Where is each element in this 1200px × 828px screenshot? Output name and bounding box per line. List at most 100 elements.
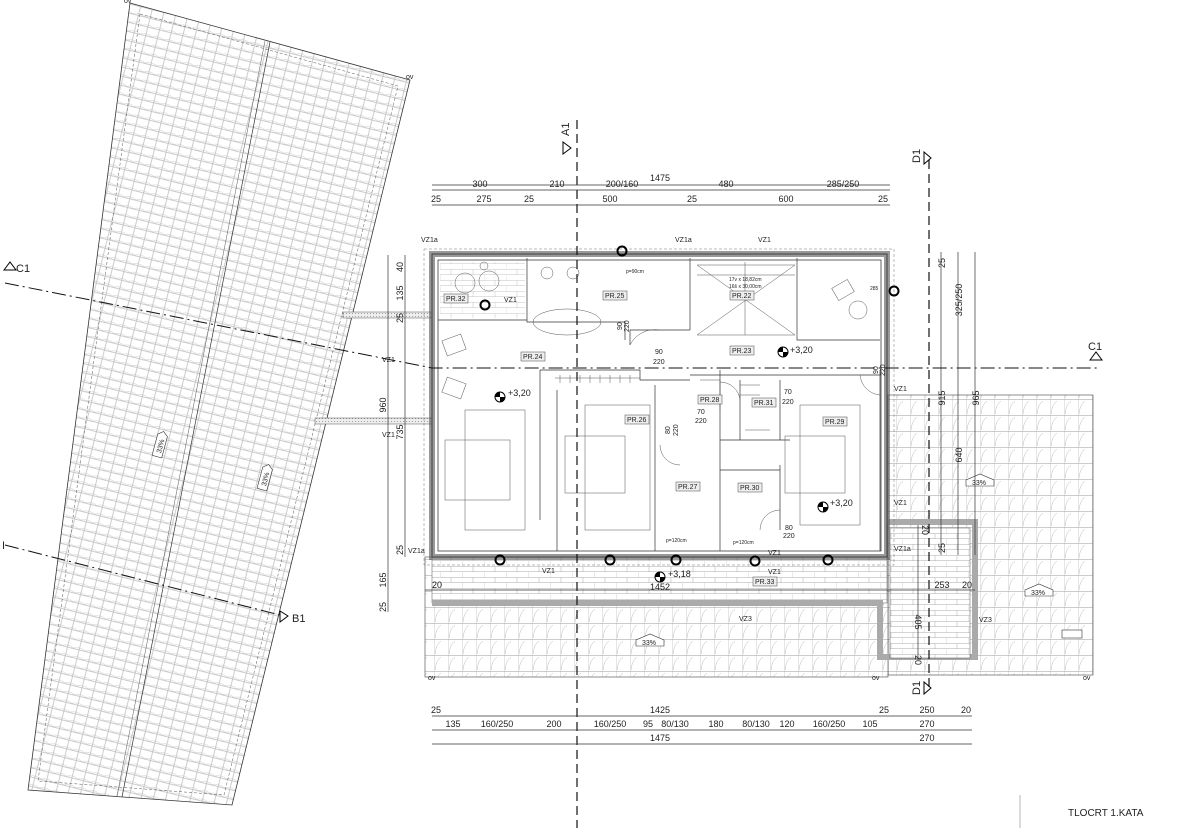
dimension-label: VZ1a <box>675 237 692 244</box>
left-roof: 33% 33% ov ov <box>27 0 414 806</box>
dimension-label: 180 <box>708 719 723 729</box>
room-label: PR.30 <box>737 482 763 493</box>
dimension-label: 70 <box>697 409 705 416</box>
dimension-label: 80 <box>785 525 793 532</box>
dimension-label: 33% <box>156 439 166 454</box>
dimension-label: 220 <box>673 424 680 436</box>
dimension-label: 25 <box>937 543 947 553</box>
dimension-label: 160/250 <box>594 719 627 729</box>
room-label: PR.28 <box>697 394 723 405</box>
dimension-label: 20 <box>962 580 972 590</box>
dimension-label: 20 <box>961 705 971 715</box>
dimension-label: PR.33 <box>755 579 775 586</box>
dimension-label: PR.22 <box>732 293 752 300</box>
room-label: PR.27 <box>675 481 701 492</box>
wall-labels: VZ1a VZ1a VZ1 VZ1 VZ1 VZ1 VZ1 VZ1 VZ1 VZ… <box>382 237 992 624</box>
dimension-label: 1452 <box>650 582 670 592</box>
dimension-label: 270 <box>919 733 934 743</box>
dimension-label: PR.23 <box>732 348 752 355</box>
column-markers <box>479 245 900 567</box>
dimension-label: 25 <box>395 545 405 555</box>
dimension-label: 220 <box>782 399 794 406</box>
building-floor <box>423 248 895 566</box>
dimension-label: 200 <box>546 719 561 729</box>
dimension-label: 600 <box>778 194 793 204</box>
dimension-label: 210 <box>549 179 564 189</box>
dimension-label: 25 <box>687 194 697 204</box>
dimension-label: VZ1 <box>758 237 771 244</box>
dimension-label: 20 <box>432 580 442 590</box>
dimension-label: 253 <box>934 580 949 590</box>
dimension-label: 95 <box>643 719 653 729</box>
section-b1: B1 <box>292 613 305 625</box>
dimension-label: 200/160 <box>606 179 639 189</box>
ov-label: ov <box>1083 675 1091 682</box>
room-label: PR.22 <box>729 290 755 301</box>
level-marker: +3,18 <box>654 569 691 583</box>
dimension-label: 120 <box>779 719 794 729</box>
dimension-label: 220 <box>695 418 707 425</box>
dimension-label: VZ1 <box>504 297 517 304</box>
dimension-label: VZ3 <box>739 616 752 623</box>
terrace: 33% ov ov ov <box>424 519 1091 682</box>
dimension-label: 250 <box>919 705 934 715</box>
dimension-label: 220 <box>624 320 631 332</box>
section-c1-left: C1 <box>16 263 30 275</box>
dimension-label: 500 <box>602 194 617 204</box>
ov-label: ov <box>124 0 132 5</box>
dimension-label: 17v x 18,82cm <box>729 277 762 283</box>
dimension-label: p=120cm <box>733 540 754 546</box>
dimension-label: 16š x 30,00cm <box>729 284 762 290</box>
dimension-label: PR.24 <box>523 354 543 361</box>
dimension-label: 25 <box>878 194 888 204</box>
dimension-label: 25 <box>879 705 889 715</box>
dimension-label: 165 <box>378 572 388 587</box>
dimension-label: PR.31 <box>754 400 774 407</box>
section-a1: A1 <box>560 123 572 136</box>
level-marker: +3,20 <box>817 498 853 513</box>
room-label: PR.24 <box>520 351 546 362</box>
section-c1-right: C1 <box>1088 341 1102 353</box>
roof-slope-label: 33% <box>256 464 273 492</box>
dimension-lines <box>387 184 976 745</box>
dimension-label: 135 <box>445 719 460 729</box>
dimension-label: 160/250 <box>813 719 846 729</box>
dimension-label: 220 <box>653 359 665 366</box>
dimension-label: 33% <box>261 472 271 487</box>
dimension-label: 90 <box>617 322 624 330</box>
notes: p=90cm p=120cm p=120cm 17v x 18,82cm 16š… <box>626 269 879 546</box>
dimension-label: 160/250 <box>481 719 514 729</box>
ov-label: ov <box>872 675 880 682</box>
section-d1-top: D1 <box>911 149 923 163</box>
dimension-label: 25 <box>431 194 441 204</box>
section-d1-bottom: D1 <box>911 681 923 695</box>
dimension-label: VZ1 <box>894 386 907 393</box>
dimension-label: 285/250 <box>827 179 860 189</box>
dimension-label: PR.26 <box>627 417 647 424</box>
dimension-label: p=120cm <box>666 538 687 544</box>
dimension-label: 80/130 <box>661 719 689 729</box>
dimension-label: 105 <box>862 719 877 729</box>
dimension-label: VZ1 <box>382 432 395 439</box>
level-marker: +3,20 <box>494 388 531 403</box>
dimension-label: 1425 <box>650 705 670 715</box>
dimension-label: 80/130 <box>742 719 770 729</box>
dimension-label: 480 <box>718 179 733 189</box>
room-label: PR.31 <box>751 397 777 408</box>
top-dimension-text: 1475 300 210 200/160 480 285/250 25 275 … <box>431 173 888 204</box>
section-lines: C1 B1 I C1 A1 D1 D1 <box>2 120 1103 828</box>
dimension-label: 965 <box>971 390 981 405</box>
dimension-label: VZ1 <box>542 568 555 575</box>
dimension-label: VZ1a <box>894 546 911 553</box>
ov-label: ov <box>406 74 414 81</box>
beam <box>314 417 434 425</box>
dimension-label: VZ1 <box>894 500 907 507</box>
drawing-title: TLOCRT 1.KATA <box>1068 808 1144 819</box>
dimension-label: 270 <box>919 719 934 729</box>
dimension-label: 20 <box>913 655 923 665</box>
room-label: PR.25 <box>602 290 628 301</box>
dimension-label: +3,20 <box>790 345 813 355</box>
room-label: PR.33 <box>752 576 778 587</box>
